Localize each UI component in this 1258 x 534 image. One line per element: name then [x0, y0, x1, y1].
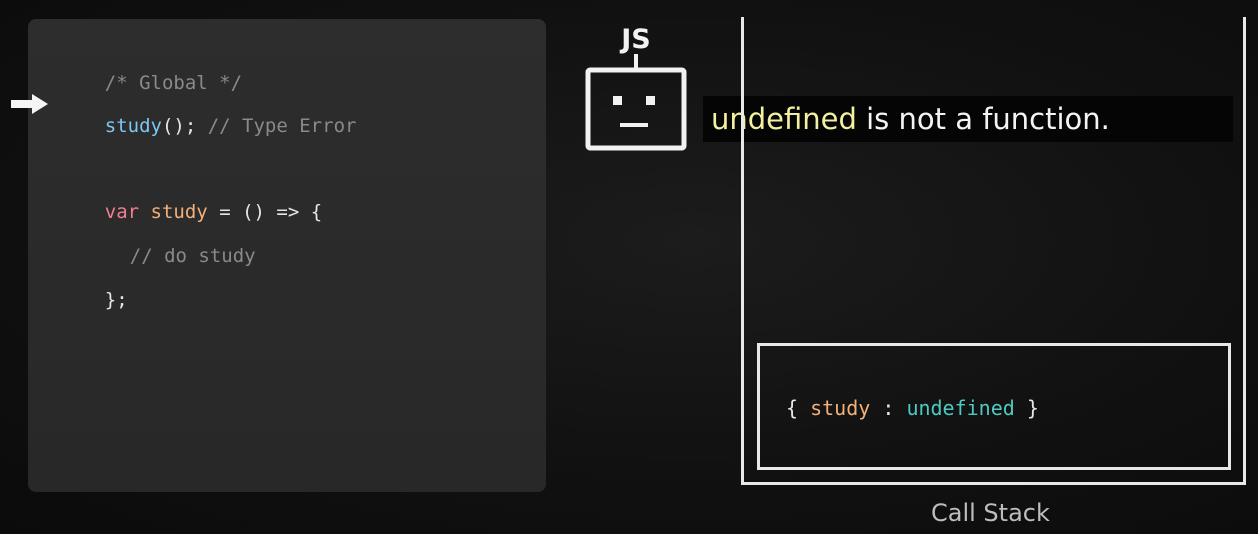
frame-close-brace: } — [1014, 396, 1039, 420]
type-error-comment: // Type Error — [196, 115, 357, 137]
frame-key: study — [810, 396, 871, 420]
variable-name: study — [150, 201, 208, 223]
error-message-text: is not a function. — [856, 102, 1110, 136]
error-message-highlight: undefined — [711, 102, 857, 136]
frame-content: { study : undefined } — [786, 396, 1039, 420]
frame-open-brace: { — [786, 396, 811, 420]
closing-brace: }; — [104, 289, 128, 311]
frame-separator: : — [870, 396, 907, 420]
call-parens: (); — [161, 115, 197, 137]
execution-pointer-arrow-icon — [11, 94, 48, 114]
function-call-name: study — [104, 115, 162, 137]
code-line-comment-global: /* Global */ — [59, 47, 242, 119]
global-comment: /* Global */ — [104, 72, 243, 94]
error-message: undefined is not a function. — [703, 96, 1233, 142]
do-study-comment: // do study — [129, 245, 256, 267]
call-stack-label: Call Stack — [931, 499, 1050, 527]
code-line-body: // do study — [84, 220, 256, 292]
arrow-function-start: = () => { — [207, 201, 323, 223]
code-line-call: study(); // Type Error — [59, 90, 357, 162]
code-line-declaration: var study = () => { — [59, 176, 322, 248]
call-stack-container — [741, 17, 1246, 485]
js-engine-robot-icon: JS — [585, 24, 687, 151]
frame-value: undefined — [906, 396, 1015, 420]
js-logo-text: JS — [619, 24, 651, 55]
code-panel: /* Global */ study(); // Type Error var … — [28, 19, 546, 492]
code-line-close: }; — [59, 264, 128, 336]
var-keyword: var — [104, 201, 140, 223]
global-execution-context-frame: { study : undefined } — [757, 343, 1231, 470]
